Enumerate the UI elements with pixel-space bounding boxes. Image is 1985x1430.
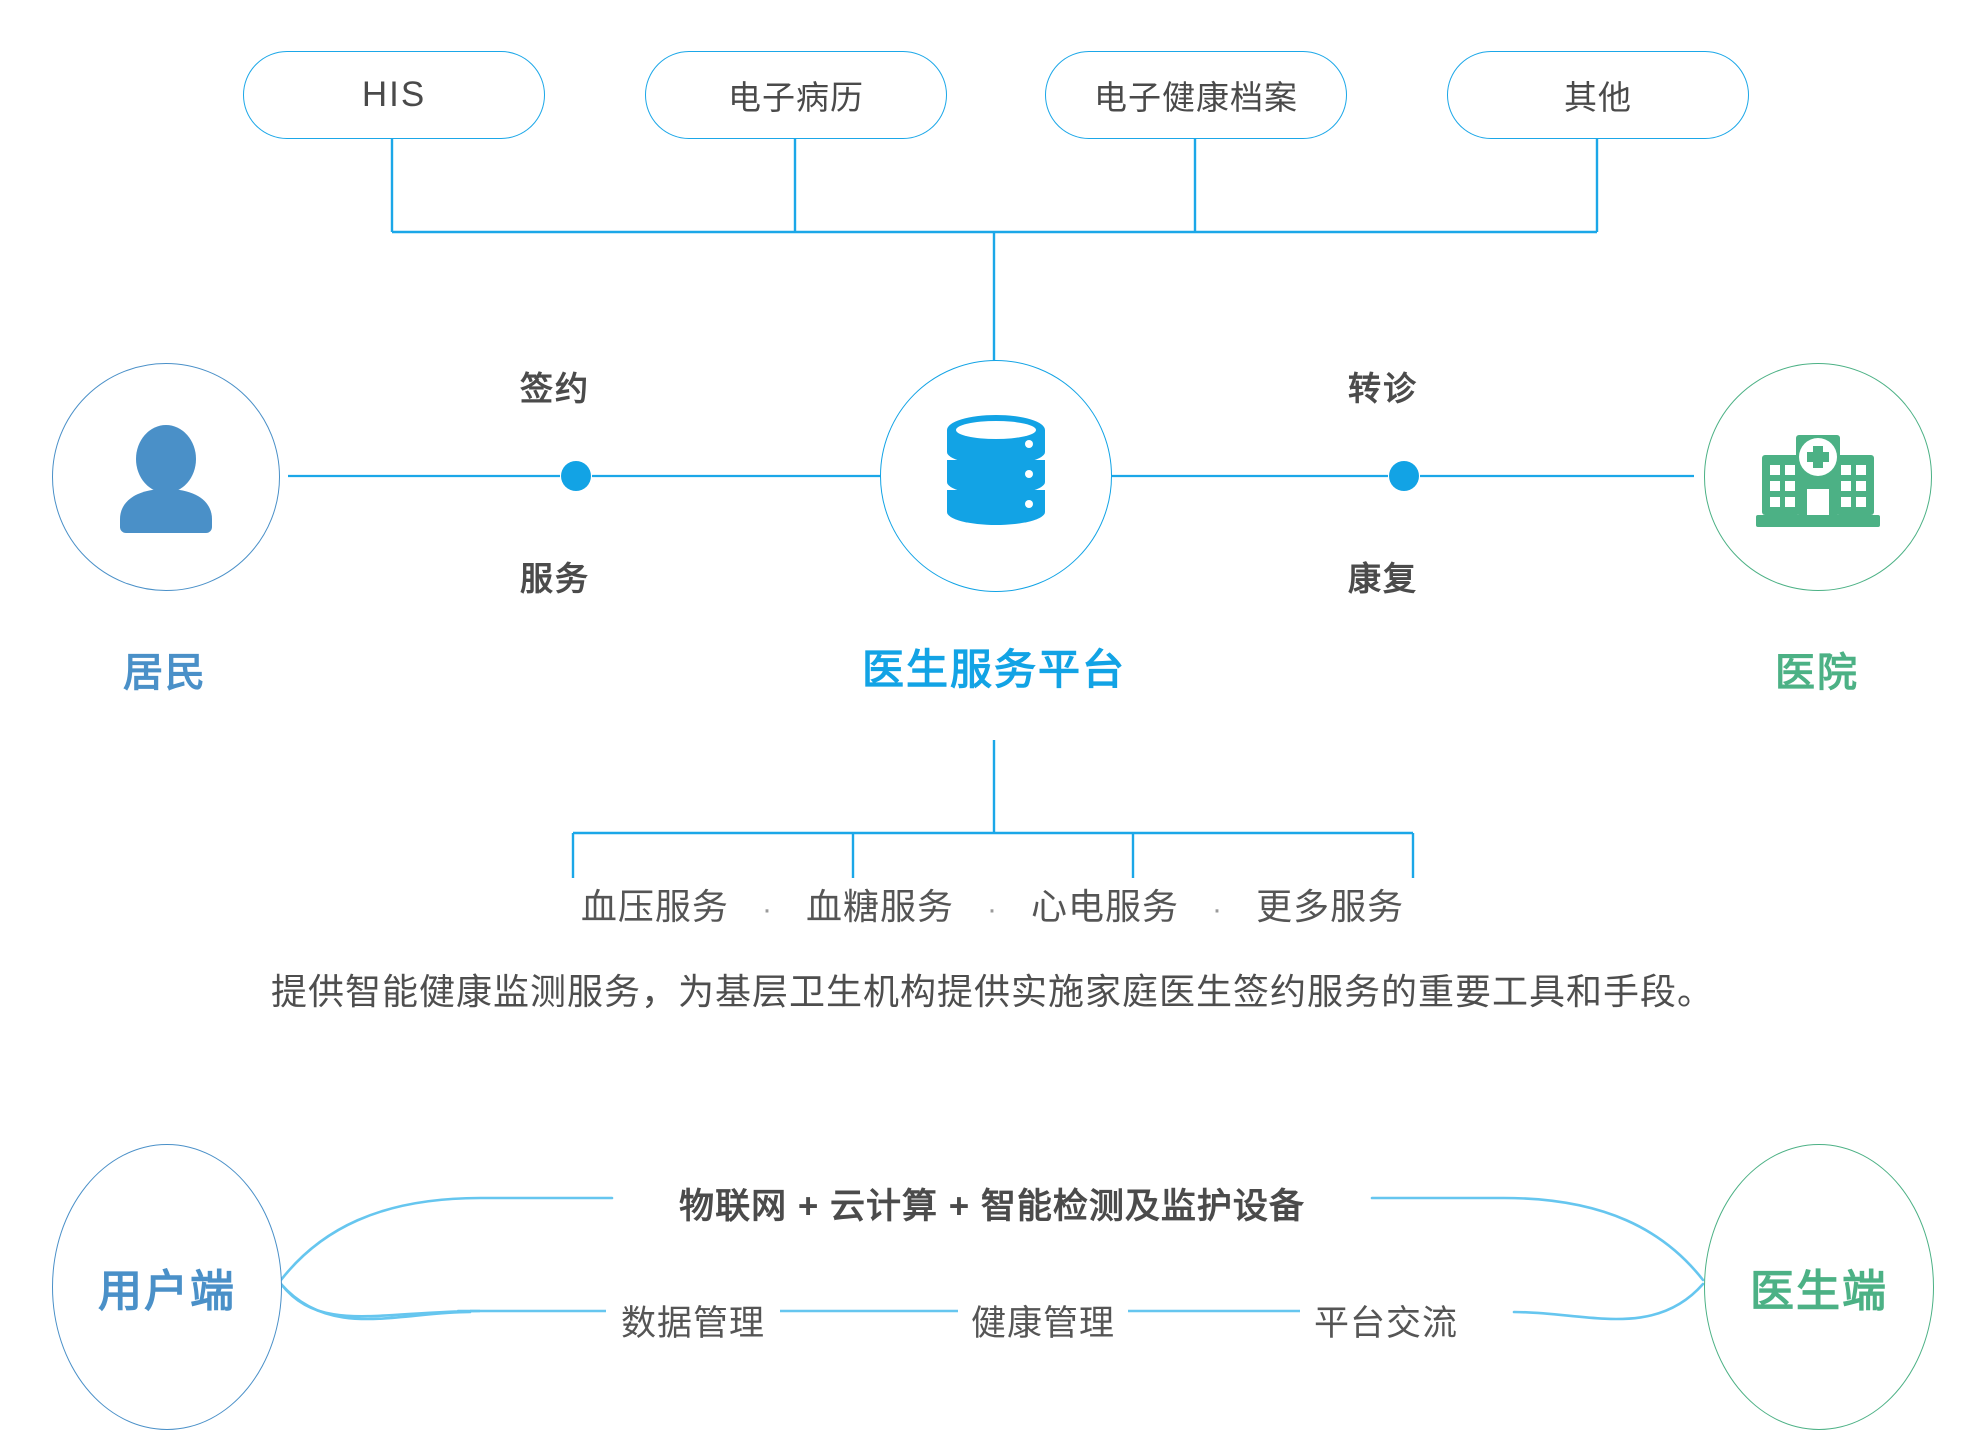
database-icon [947, 415, 1045, 525]
relation-label-sign: 签约 [520, 370, 590, 407]
service-item-more[interactable]: 更多服务 [1256, 886, 1405, 927]
relation-label-service: 服务 [520, 560, 590, 597]
relation-dot-left [561, 461, 591, 491]
relation-label-referral: 转诊 [1348, 370, 1418, 407]
hospital-icon [1756, 435, 1880, 527]
bottom-rail-item-health[interactable]: 健康管理 [970, 1304, 1115, 1343]
service-item-ecg[interactable]: 心电服务 [1031, 886, 1180, 927]
source-pill-label: HIS [361, 75, 427, 114]
source-pill-ehr[interactable]: 电子健康档案 [1045, 51, 1347, 139]
service-item-bg[interactable]: 血糖服务 [805, 886, 954, 927]
source-pill-other[interactable]: 其他 [1447, 51, 1749, 139]
bottom-top-rail-label: 物联网 + 云计算 + 智能检测及监护设备 [679, 1187, 1305, 1226]
node-doctor-client[interactable]: 医生端 [1704, 1144, 1934, 1430]
node-resident-label: 居民 [123, 651, 207, 695]
description-text: 提供智能健康监测服务，为基层卫生机构提供实施家庭医生签约服务的重要工具和手段。 [270, 971, 1714, 1012]
node-hospital-label: 医院 [1775, 651, 1859, 695]
node-resident[interactable] [52, 363, 280, 591]
bottom-rail-item-data[interactable]: 数据管理 [620, 1304, 765, 1343]
relation-dot-right [1389, 461, 1419, 491]
service-list: 血压服务 · 血糖服务 · 心电服务 · 更多服务 [0, 878, 1985, 930]
bottom-rail-item-platform[interactable]: 平台交流 [1313, 1304, 1458, 1343]
service-separator: · [987, 893, 998, 926]
service-separator: · [761, 893, 773, 926]
node-user-client[interactable]: 用户端 [52, 1144, 282, 1430]
node-hospital[interactable] [1704, 363, 1932, 591]
person-icon [120, 425, 212, 533]
node-platform-label: 医生服务平台 [861, 646, 1126, 693]
relation-label-rehab: 康复 [1348, 560, 1418, 597]
source-pill-emr[interactable]: 电子病历 [645, 51, 947, 139]
service-separator: · [1212, 893, 1224, 926]
node-platform[interactable] [880, 360, 1112, 592]
source-pill-label: 电子病历 [728, 79, 864, 116]
source-pill-label: 电子健康档案 [1094, 79, 1298, 116]
service-item-bp[interactable]: 血压服务 [580, 886, 729, 927]
source-pill-label: 其他 [1564, 79, 1632, 116]
source-pill-his[interactable]: HIS [243, 51, 545, 139]
node-doctor-client-label: 医生端 [1750, 1267, 1888, 1316]
node-user-client-label: 用户端 [98, 1267, 236, 1316]
